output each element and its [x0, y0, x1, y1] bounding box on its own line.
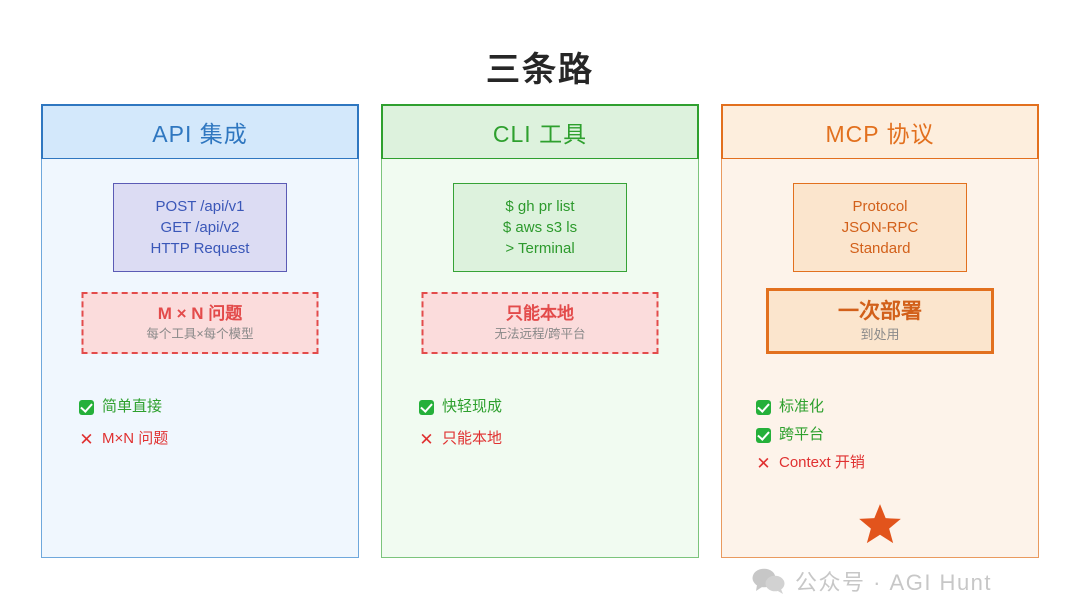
star-icon [858, 503, 902, 545]
code-line: POST /api/v1 [155, 198, 245, 215]
code-line: $ gh pr list [505, 198, 575, 215]
cross-icon: ✕ [419, 429, 434, 449]
list-item-label: 只能本地 [442, 430, 503, 447]
code-line: GET /api/v2 [160, 219, 240, 236]
list-item: ✕ 只能本地 [417, 429, 502, 449]
column-header-cli: CLI 工具 [381, 104, 699, 160]
list-item: 快轻现成 [417, 397, 502, 417]
highlight-title: 一次部署 [838, 300, 922, 323]
column-header-mcp: MCP 协议 [721, 104, 1039, 160]
column-cli[interactable]: CLI 工具 $ gh pr list $ aws s3 ls > Termin… [381, 104, 699, 558]
cross-icon: ✕ [79, 429, 94, 449]
page-title: 三条路 [486, 51, 594, 89]
check-icon [754, 399, 773, 415]
column-body-cli: $ gh pr list $ aws s3 ls > Terminal 只能本地… [381, 159, 699, 558]
code-box-api: POST /api/v1 GET /api/v2 HTTP Request [113, 183, 287, 272]
code-line: > Terminal [505, 240, 575, 257]
column-body-mcp: Protocol JSON-RPC Standard 一次部署 到处用 标准化 … [721, 159, 1039, 558]
bullet-list-cli: 快轻现成 ✕ 只能本地 [417, 397, 502, 461]
code-line: Standard [849, 240, 911, 257]
list-item: 标准化 [754, 397, 865, 417]
highlight-title: 只能本地 [506, 304, 574, 323]
check-icon [754, 427, 773, 443]
highlight-title: M × N 问题 [157, 304, 243, 323]
column-api[interactable]: API 集成 POST /api/v1 GET /api/v2 HTTP Req… [41, 104, 359, 558]
highlight-subtitle: 到处用 [860, 327, 900, 342]
list-item: 简单直接 [77, 397, 168, 417]
list-item-label: Context 开销 [779, 454, 865, 471]
check-icon [77, 399, 96, 415]
list-item-label: 标准化 [779, 398, 825, 415]
watermark-text: 公众号 · AGI Hunt [795, 570, 993, 595]
column-header-api: API 集成 [41, 104, 359, 160]
code-line: $ aws s3 ls [502, 219, 578, 236]
highlight-box-api: M × N 问题 每个工具×每个模型 [81, 292, 319, 354]
watermark: 公众号 · AGI Hunt [752, 565, 992, 597]
bullet-list-mcp: 标准化 跨平台 ✕ Context 开销 [754, 397, 865, 481]
highlight-subtitle: 每个工具×每个模型 [146, 327, 254, 341]
bullet-list-api: 简单直接 ✕ M×N 问题 [77, 397, 168, 461]
code-line: HTTP Request [150, 240, 250, 257]
list-item: 跨平台 [754, 425, 865, 445]
cross-icon: ✕ [756, 453, 771, 473]
list-item: ✕ Context 开销 [754, 453, 865, 473]
list-item-label: 简单直接 [102, 398, 163, 415]
code-line: Protocol [852, 198, 908, 215]
column-mcp[interactable]: MCP 协议 Protocol JSON-RPC Standard 一次部署 到… [721, 104, 1039, 558]
check-icon [417, 399, 436, 415]
highlight-box-cli: 只能本地 无法远程/跨平台 [421, 292, 659, 354]
code-line: JSON-RPC [841, 219, 919, 236]
code-box-cli: $ gh pr list $ aws s3 ls > Terminal [453, 183, 627, 272]
wechat-logo-icon [752, 568, 786, 594]
column-body-api: POST /api/v1 GET /api/v2 HTTP Request M … [41, 159, 359, 558]
highlight-subtitle: 无法远程/跨平台 [494, 327, 586, 341]
list-item-label: 快轻现成 [442, 398, 503, 415]
list-item-label: M×N 问题 [102, 430, 169, 447]
list-item: ✕ M×N 问题 [77, 429, 168, 449]
code-box-mcp: Protocol JSON-RPC Standard [793, 183, 967, 272]
highlight-box-mcp: 一次部署 到处用 [766, 288, 994, 354]
list-item-label: 跨平台 [779, 426, 825, 443]
